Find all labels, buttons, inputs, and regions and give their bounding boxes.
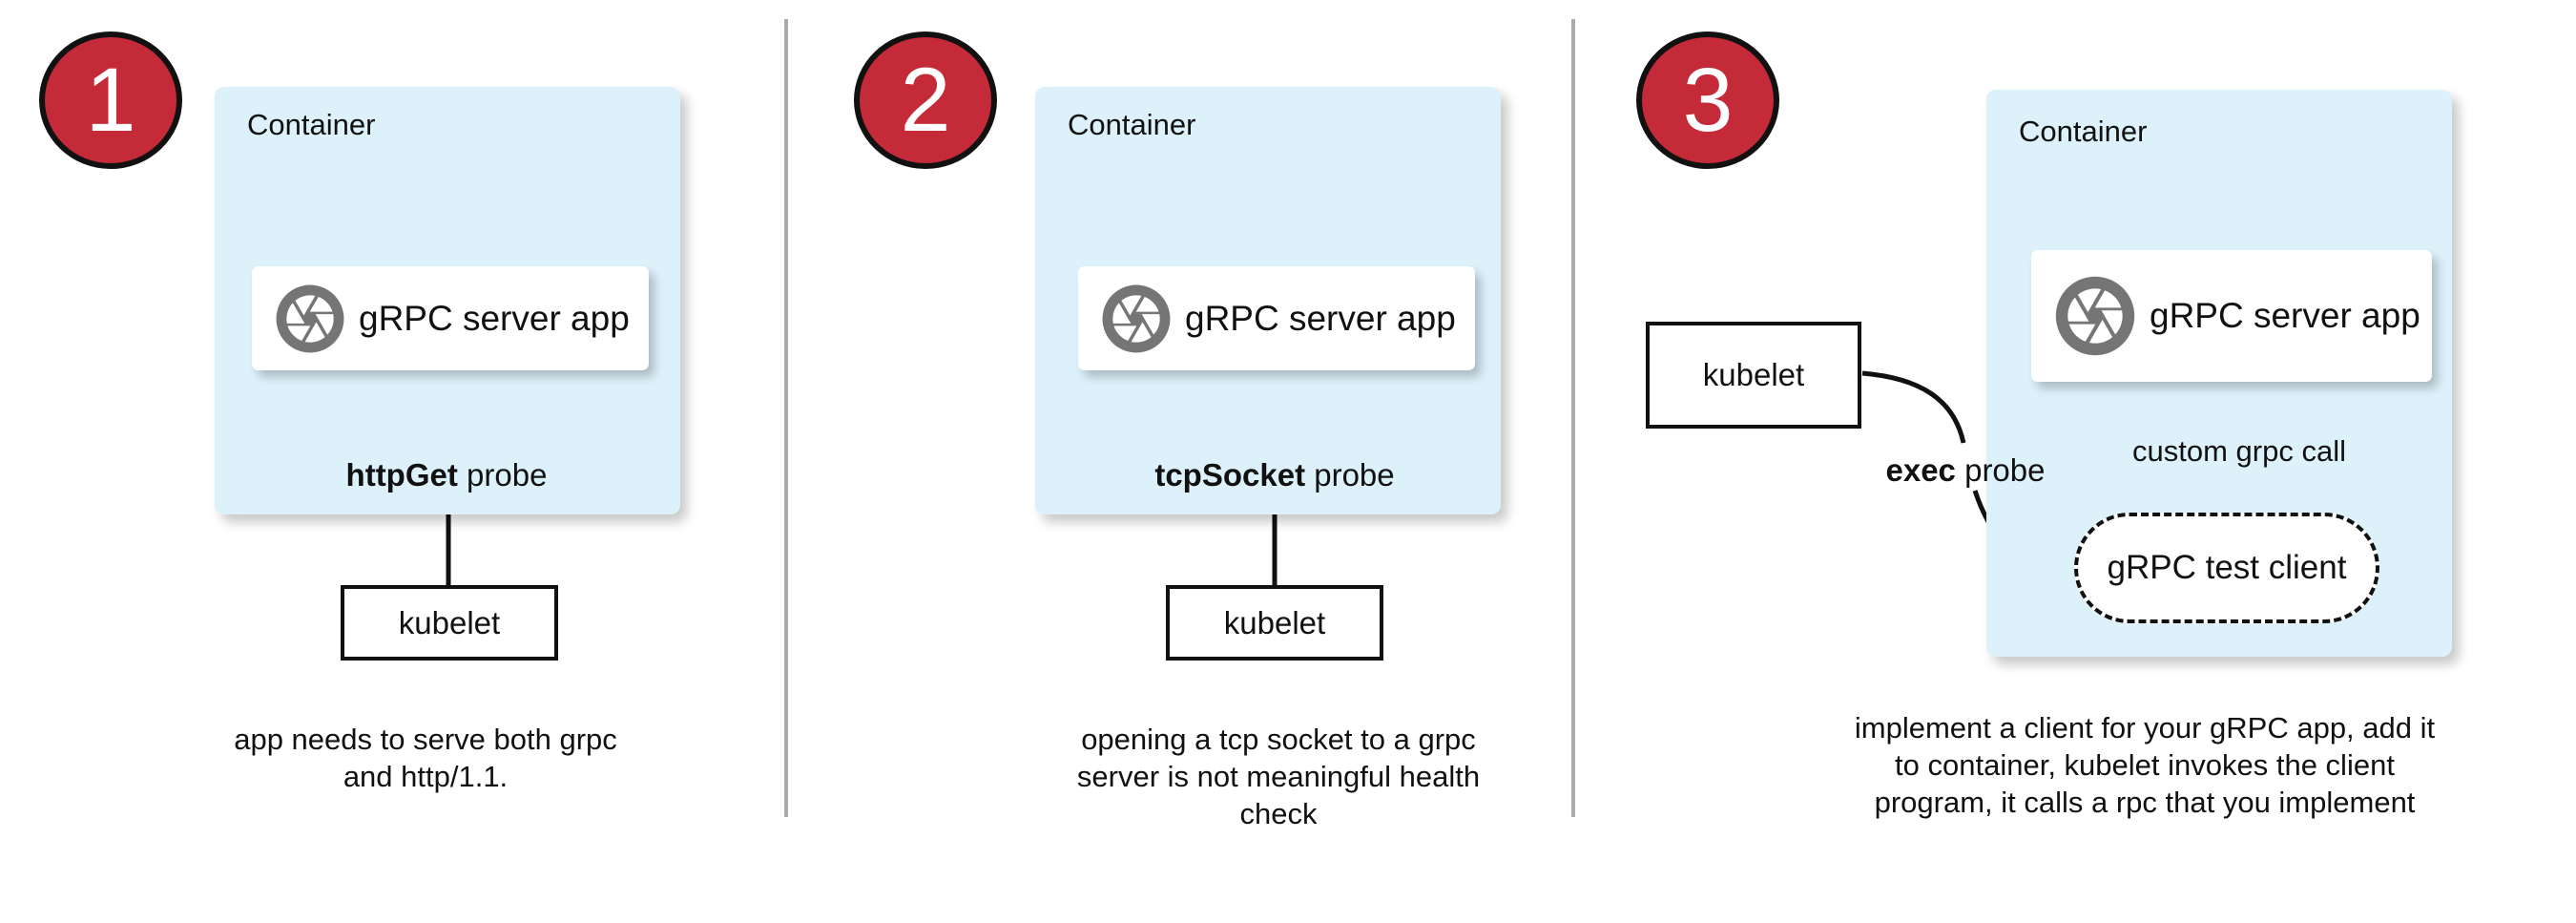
caption-line: app needs to serve both grpc (234, 723, 617, 756)
kubelet-label: kubelet (1702, 357, 1805, 392)
grpc-test-client-box: gRPC test client (2074, 513, 2379, 623)
grpc-server-app-label: gRPC server app (1185, 298, 1456, 338)
probe-type: tcpSocket (1154, 457, 1306, 493)
grpc-server-app-box-panel1: gRPC server app (252, 266, 649, 370)
caption-panel2: opening a tcp socket to a grpc server is… (897, 721, 1660, 832)
container-label-panel1: Container (247, 108, 376, 141)
step-badge-1: 1 (39, 31, 182, 169)
kubelet-label: kubelet (1223, 604, 1326, 640)
step-badge-2: 2 (854, 31, 997, 169)
aperture-icon (1101, 283, 1172, 354)
step-number: 1 (85, 49, 136, 151)
caption-line: implement a client for your gRPC app, ad… (1854, 711, 2436, 745)
kubelet-box-panel1: kubelet (341, 585, 558, 661)
aperture-icon (275, 283, 345, 354)
panel-divider-1 (784, 19, 788, 817)
container-label-panel2: Container (1068, 108, 1196, 141)
probe-type: exec (1885, 452, 1956, 488)
step-badge-3: 3 (1636, 31, 1779, 169)
exec-curve-upper (1861, 370, 1966, 444)
step-number: 3 (1682, 49, 1734, 151)
grpc-test-client-label: gRPC test client (2107, 549, 2347, 586)
kubelet-label: kubelet (398, 604, 501, 640)
custom-grpc-call-label: custom grpc call (2132, 434, 2346, 468)
caption-panel3: implement a client for your gRPC app, ad… (1763, 709, 2526, 821)
caption-panel1: app needs to serve both grpc and http/1.… (44, 721, 807, 795)
caption-line: server is not meaningful health (1076, 760, 1481, 793)
probe-label-panel3: exec probe (1755, 452, 2175, 489)
grpc-server-app-label: gRPC server app (359, 298, 630, 338)
caption-line: opening a tcp socket to a grpc (1081, 723, 1476, 756)
grpc-server-app-label: gRPC server app (2150, 296, 2420, 335)
aperture-icon (2054, 275, 2136, 357)
probe-type: httpGet (345, 457, 458, 493)
grpc-server-app-box-panel2: gRPC server app (1078, 266, 1475, 370)
probe-word: probe (1955, 452, 2046, 488)
panel-divider-2 (1571, 19, 1575, 817)
probe-label-panel1: httpGet probe (237, 457, 656, 493)
probe-word: probe (1305, 457, 1395, 493)
kubelet-box-panel2: kubelet (1166, 585, 1383, 661)
caption-line: check (1239, 797, 1318, 830)
step-number: 2 (900, 49, 951, 151)
grpc-server-app-box-panel3: gRPC server app (2031, 250, 2432, 382)
probe-word: probe (457, 457, 548, 493)
container-label-panel3: Container (2019, 115, 2148, 148)
caption-line: program, it calls a rpc that you impleme… (1874, 786, 2416, 819)
caption-line: and http/1.1. (343, 760, 509, 793)
caption-line: to container, kubelet invokes the client (1895, 748, 2395, 782)
probe-label-panel2: tcpSocket probe (1065, 457, 1485, 493)
kubelet-box-panel3: kubelet (1646, 322, 1861, 429)
